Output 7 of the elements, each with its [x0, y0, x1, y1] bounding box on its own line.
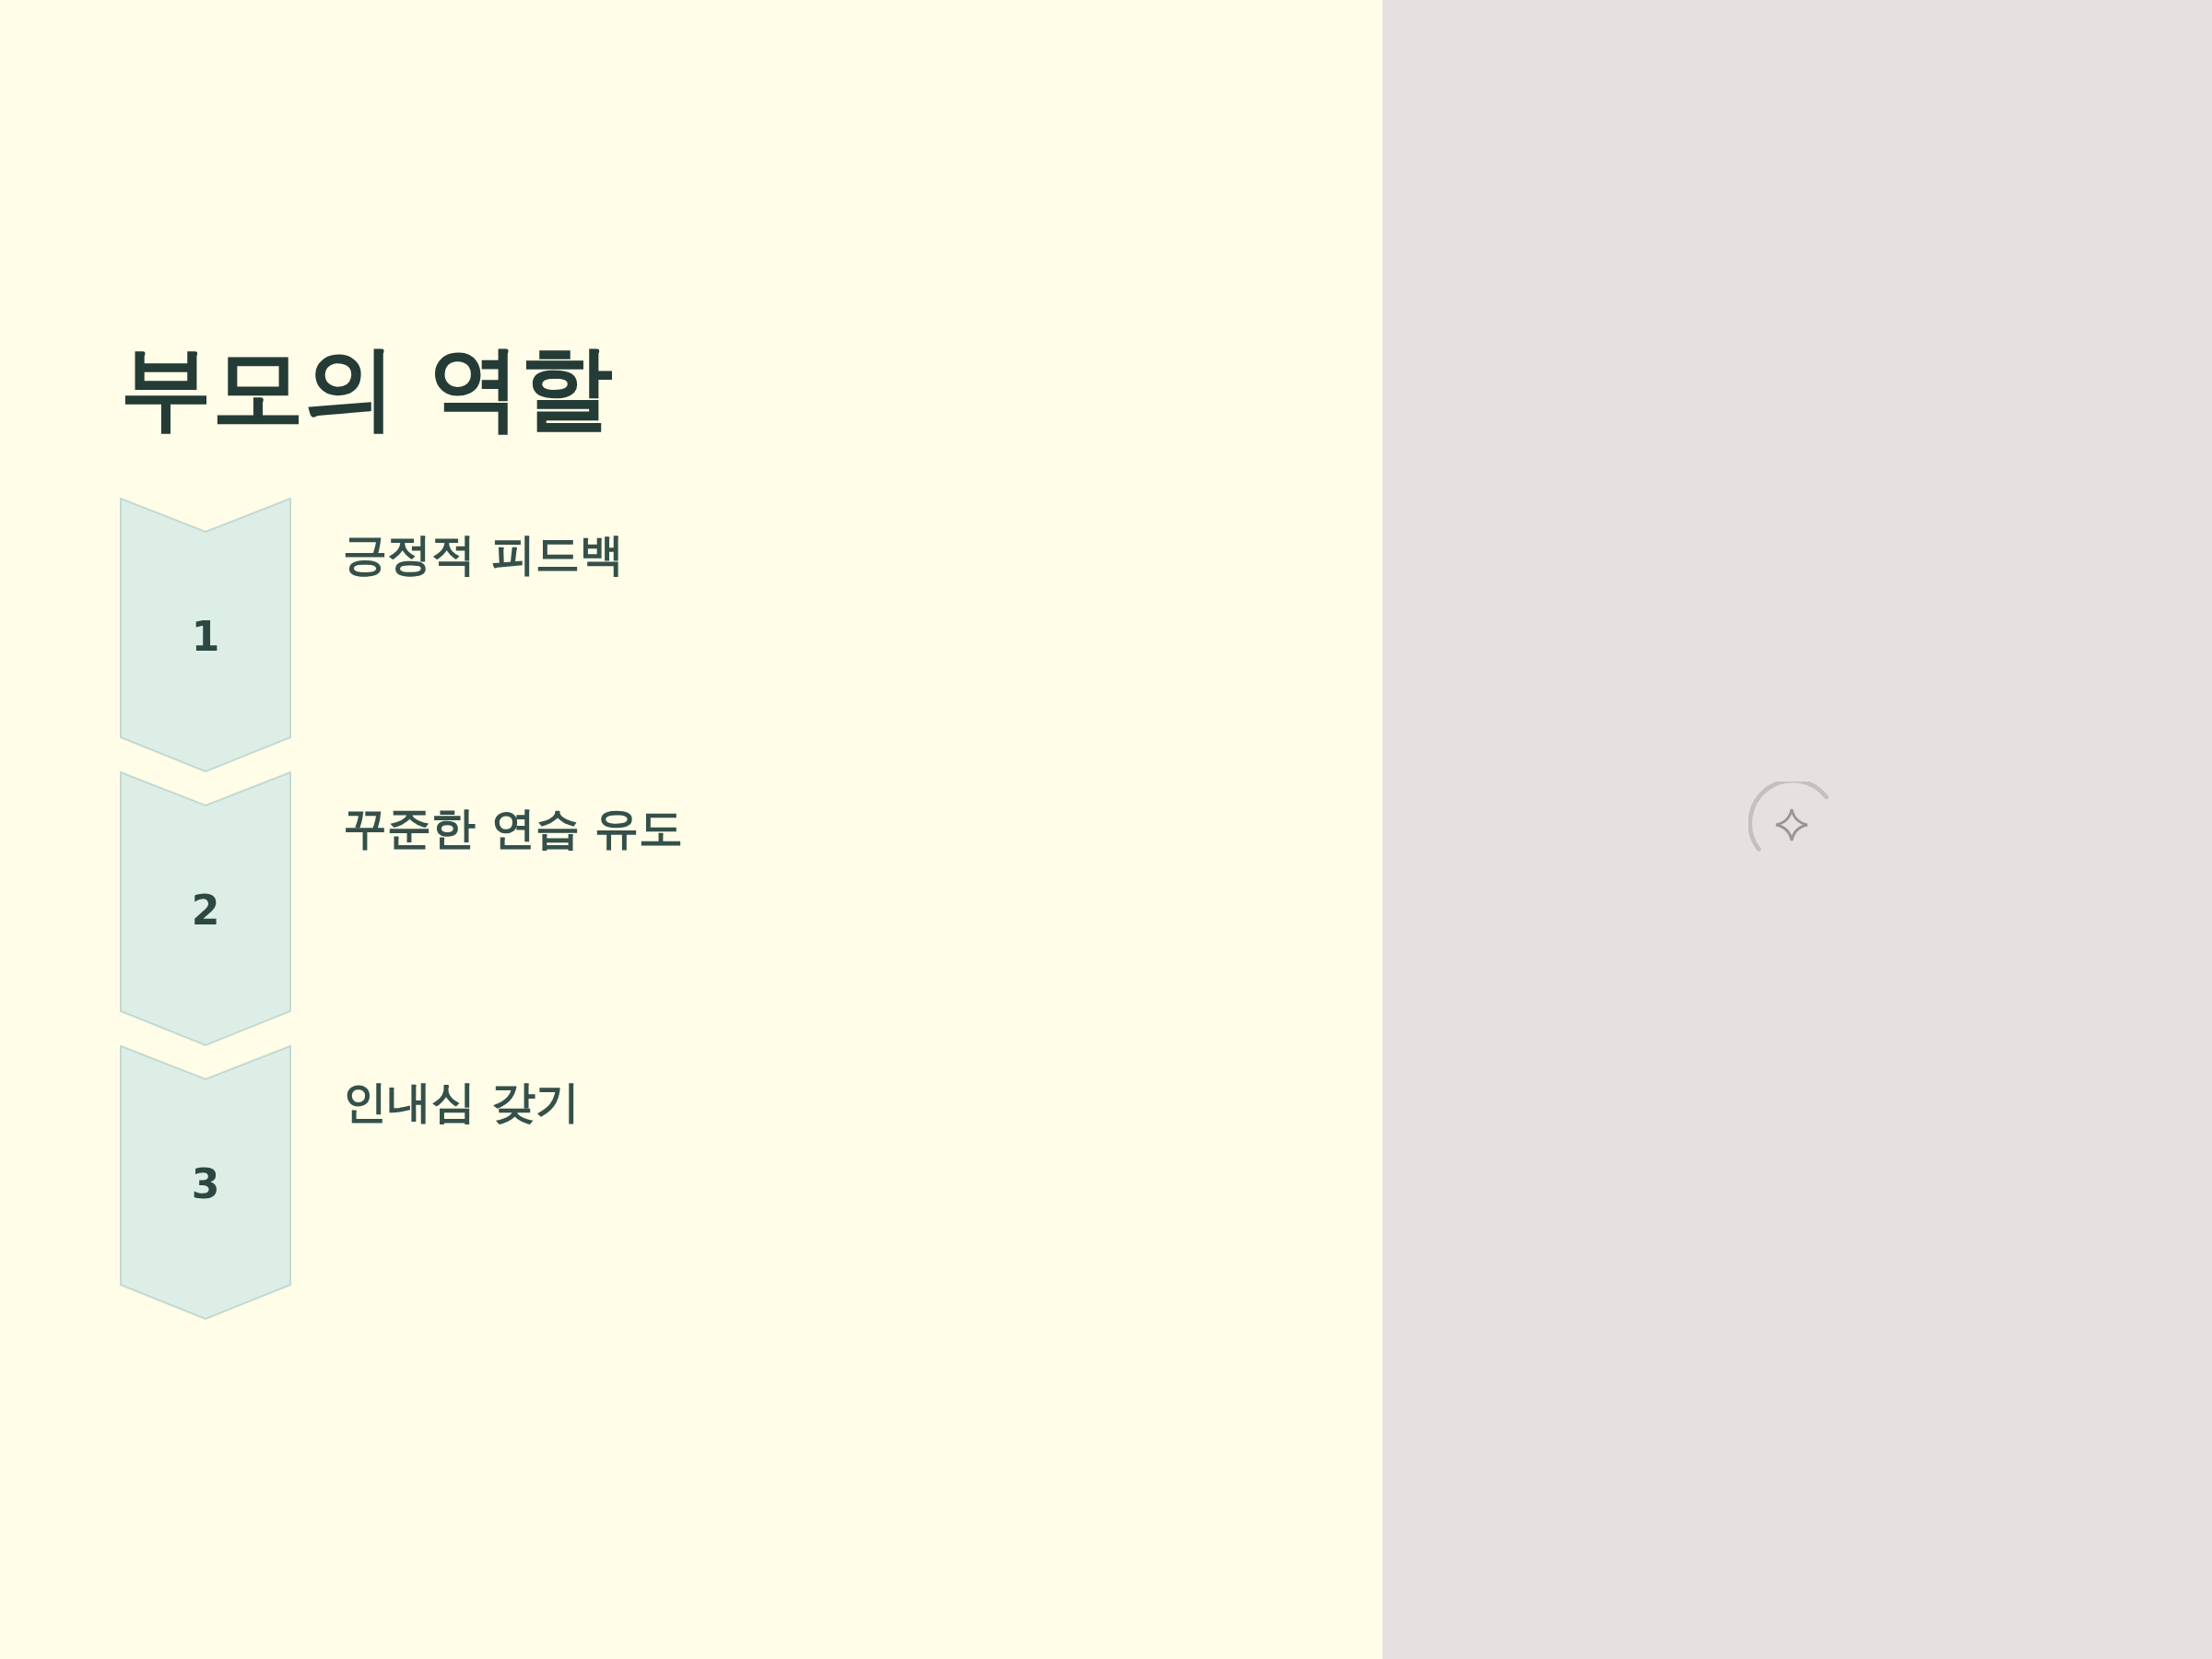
step-heading: 인내심 갖기 [343, 1075, 580, 1129]
slide-title: 부모의 역할 [120, 333, 613, 443]
step-heading: 꾸준한 연습 유도 [343, 801, 684, 855]
step-number: 2 [190, 887, 221, 934]
step-number: 3 [190, 1160, 221, 1207]
step-heading: 긍정적 피드백 [343, 527, 624, 582]
step-number: 1 [190, 613, 221, 660]
